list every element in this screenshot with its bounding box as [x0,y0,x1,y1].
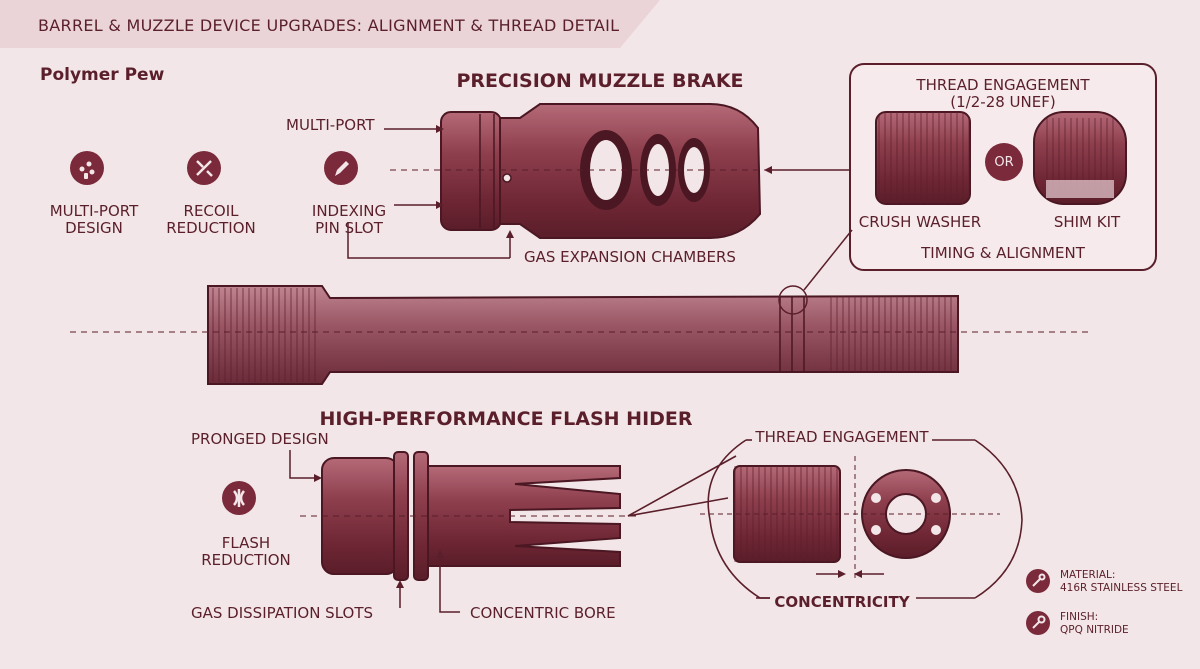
feature-multi-port-line1: MULTI-PORT [49,202,139,220]
material-value: 416R STAINLESS STEEL [1060,582,1183,594]
shim-kit-illustration [1033,111,1127,205]
material-icon [1026,569,1050,593]
thread-box-title-line2: (1/2-28 UNEF) [950,93,1056,111]
multi-port-label: MULTI-PORT [286,116,375,134]
feature-recoil-line1: RECOIL [183,202,239,220]
finish-label: FINISH: [1060,611,1099,623]
indexing-label-line1: INDEXING [311,202,387,220]
or-badge: OR [994,155,1014,170]
feature-recoil-line2: REDUCTION [166,219,256,237]
brand-name: Polymer Pew [40,65,165,85]
crush-washer-illustration [875,111,971,205]
thread-engagement-detail [700,456,1000,580]
banner-title: BARREL & MUZZLE DEVICE UPGRADES: ALIGNME… [38,16,620,35]
indexing-label-line2: PIN SLOT [315,219,383,237]
title-banner [0,0,660,48]
gas-chambers-label: GAS EXPANSION CHAMBERS [524,248,736,266]
crush-washer-label: CRUSH WASHER [858,213,982,231]
pencil-icon [324,151,358,185]
finish-value: QPQ NITRIDE [1060,624,1129,636]
flash-reduction-line1: FLASH [221,534,271,552]
feature-multi-port-line2: DESIGN [65,219,123,237]
wrench-icon [1026,611,1050,635]
thread-engagement-label: THREAD ENGAGEMENT [755,428,929,446]
concentric-bore-label: CONCENTRIC BORE [470,604,616,622]
thread-box-title-line1: THREAD ENGAGEMENT [916,76,1090,94]
flash-hider-illustration [300,451,640,581]
gas-slots-label: GAS DISSIPATION SLOTS [191,604,374,622]
multi-port-icon [70,151,104,185]
shim-kit-label: SHIM KIT [1053,213,1121,231]
barrel-illustration [70,229,1090,385]
pronged-design-label: PRONGED DESIGN [191,430,329,448]
flash-reduction-icon [222,481,256,515]
concentricity-label: CONCENTRICITY [774,593,910,611]
material-label: MATERIAL: [1060,569,1116,581]
flash-hider-title: HIGH-PERFORMANCE FLASH HIDER [319,408,693,430]
recoil-icon [187,151,221,185]
timing-alignment-label: TIMING & ALIGNMENT [921,244,1085,262]
brake-title: PRECISION MUZZLE BRAKE [456,70,744,92]
flash-reduction-line2: REDUCTION [201,551,291,569]
muzzle-brake-illustration [390,103,790,239]
